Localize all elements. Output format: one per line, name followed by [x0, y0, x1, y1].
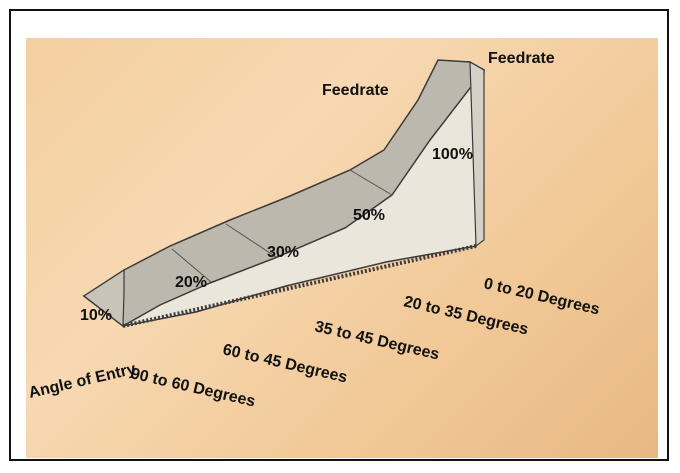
ramp-left-end: [82, 268, 125, 328]
angle-of-entry-label: Angle of Entry: [27, 361, 137, 402]
percent-label-100: 100%: [432, 146, 473, 163]
segment-divider-2: [225, 223, 277, 258]
percent-label-30: 30%: [267, 244, 299, 261]
percent-label-10: 10%: [80, 307, 112, 324]
segment-divider-3: [349, 169, 393, 196]
angle-range-20-35: 20 to 35 Degrees: [402, 293, 530, 338]
angle-range-0-20: 0 to 20 Degrees: [482, 275, 601, 318]
ramp-right-end: [469, 60, 485, 248]
ramp-base-edge: [122, 244, 477, 328]
feedrate-label-top: Feedrate: [488, 50, 555, 67]
percent-label-50: 50%: [353, 207, 385, 224]
angle-range-90-60: 90 to 60 Degrees: [129, 365, 257, 410]
feedrate-label-side: Feedrate: [322, 82, 389, 99]
angle-range-35-45: 35 to 45 Degrees: [313, 318, 441, 363]
segment-divider-1: [171, 248, 212, 283]
percent-label-20: 20%: [175, 274, 207, 291]
angle-range-60-45: 60 to 45 Degrees: [221, 341, 349, 386]
